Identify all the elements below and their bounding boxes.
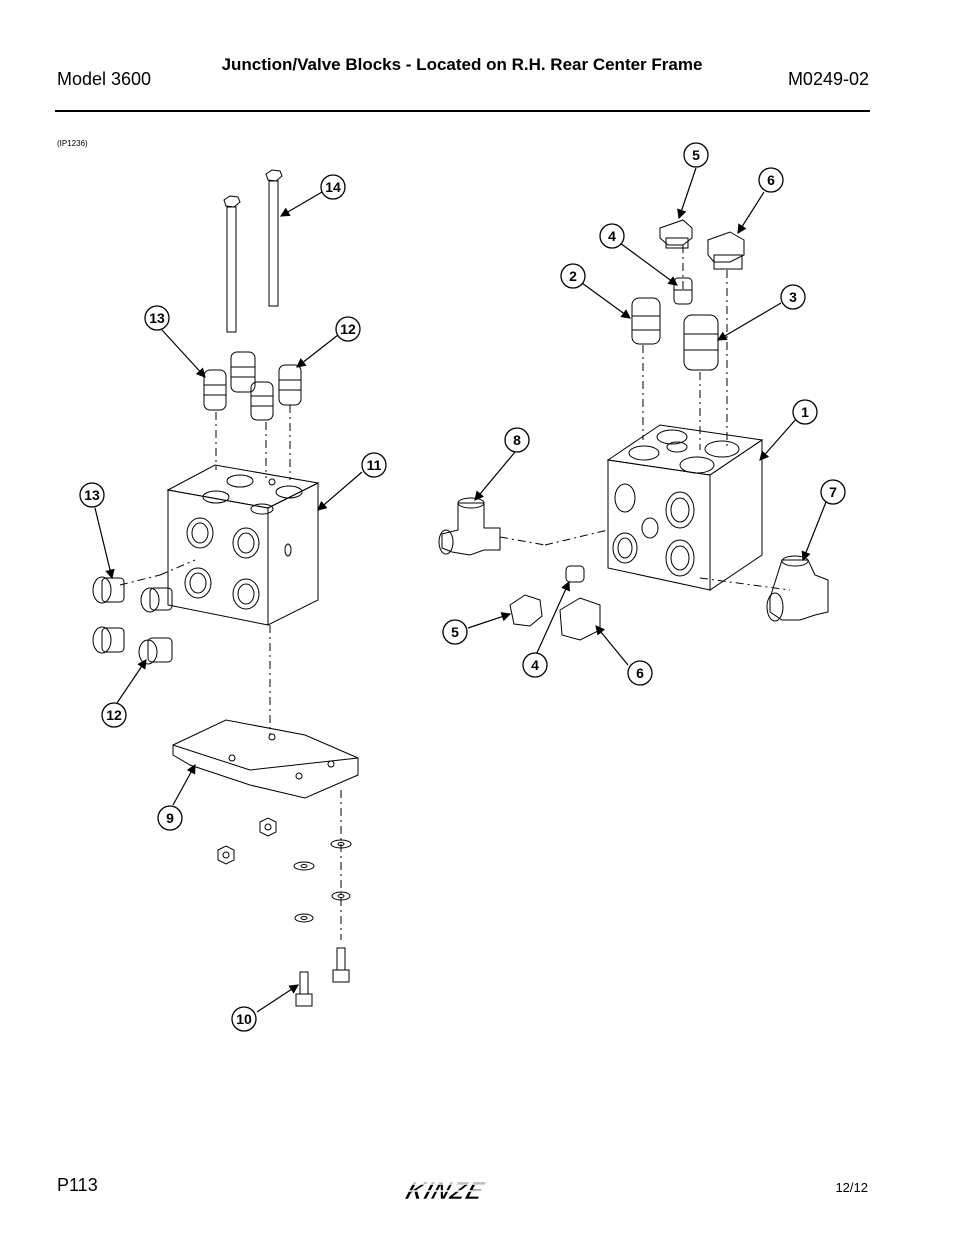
- callout-13: 13: [149, 310, 165, 326]
- callout-12: 12: [106, 707, 122, 723]
- header-rule: [55, 110, 870, 112]
- callout-4: 4: [608, 228, 616, 244]
- callout-3: 3: [789, 289, 797, 305]
- callout-7: 7: [829, 484, 837, 500]
- document-code: M0249-02: [787, 69, 869, 89]
- callout-13: 13: [84, 487, 100, 503]
- kinze-logo: KINZE: [402, 1178, 516, 1205]
- long-bolt-part: [223, 169, 283, 333]
- callout-10: 10: [236, 1011, 252, 1027]
- illustration-reference: (IP1236): [57, 139, 88, 148]
- callout-5: 5: [692, 147, 700, 163]
- valve-block-part: [606, 424, 764, 591]
- callout-6: 6: [767, 172, 775, 188]
- callout-8: 8: [513, 432, 521, 448]
- page-title: Junction/Valve Blocks - Located on R.H. …: [221, 55, 703, 74]
- hardware-part: [217, 817, 352, 1007]
- callout-2: 2: [569, 268, 577, 284]
- adapter-part: [631, 277, 719, 371]
- callout-4: 4: [531, 657, 539, 673]
- callout-11: 11: [367, 457, 382, 473]
- fitting-part: [203, 351, 302, 421]
- callout-14: 14: [325, 179, 341, 195]
- callout-group: 14 13 12 11 13 12 9 10 5 6 4 2 3 1 8 7 5…: [79, 142, 846, 1032]
- callout-9: 9: [166, 810, 174, 826]
- plug-part: [509, 565, 601, 641]
- callout-6: 6: [636, 665, 644, 681]
- callout-1: 1: [801, 404, 809, 420]
- elbow-fitting-part: [438, 497, 829, 622]
- revision-date: 12/12: [835, 1180, 868, 1195]
- callout-12: 12: [340, 321, 356, 337]
- junction-block-part: [166, 464, 320, 626]
- side-fitting-part: [92, 576, 173, 665]
- callout-5: 5: [451, 624, 459, 640]
- page-number: P113: [57, 1175, 98, 1195]
- model-label: Model 3600: [57, 69, 152, 89]
- mounting-plate-part: [172, 719, 359, 799]
- plug-part: [659, 219, 745, 270]
